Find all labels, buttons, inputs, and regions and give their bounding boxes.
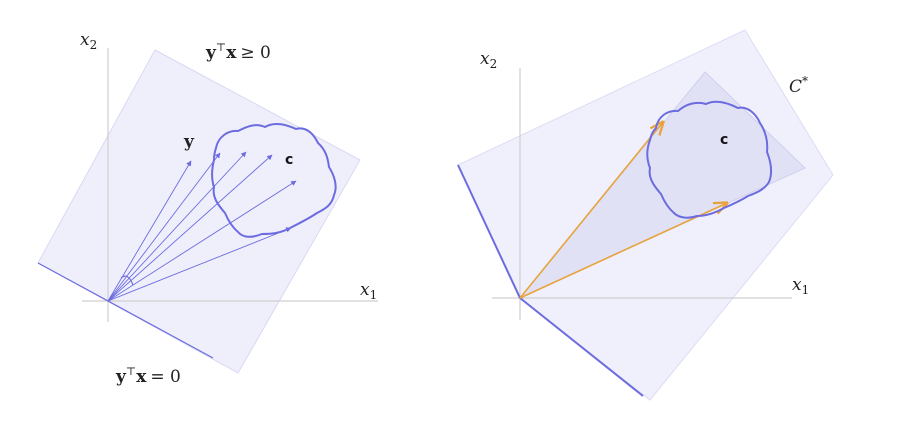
right-set-c-outline (646, 100, 773, 219)
right-dual-boundary-upper (457, 164, 521, 299)
left-set-c-label: c (285, 152, 293, 168)
right-x1-axis-label: x1 (792, 275, 809, 297)
left-boundary-label: y⊤x= 0 (115, 365, 181, 387)
right-dual-boundary-lower (519, 297, 644, 397)
left-panel: x2 x1 y c y⊤x≥ 0 y⊤x= 0 (37, 30, 378, 387)
ray (107, 154, 273, 302)
left-angle-arc (120, 275, 134, 286)
left-vector-y-label: y (183, 132, 195, 152)
left-halfspace-region (37, 49, 361, 374)
ray (107, 151, 247, 302)
left-x1-axis-label: x1 (360, 280, 377, 302)
ray (107, 227, 292, 302)
ray (107, 180, 297, 302)
right-dual-cone-label: C* (789, 74, 808, 97)
right-orange-ray-lower (519, 203, 727, 299)
left-boundary-line (37, 262, 214, 359)
left-halfspace-label: y⊤x≥ 0 (205, 41, 271, 63)
right-set-c-label: c (720, 132, 728, 148)
left-x2-axis-label: x2 (80, 30, 97, 52)
right-x2-axis-label: x2 (480, 49, 497, 71)
right-orange-ray-upper (519, 122, 663, 299)
right-panel: x2 x1 c C* (457, 29, 834, 401)
left-set-c-outline (211, 122, 337, 238)
